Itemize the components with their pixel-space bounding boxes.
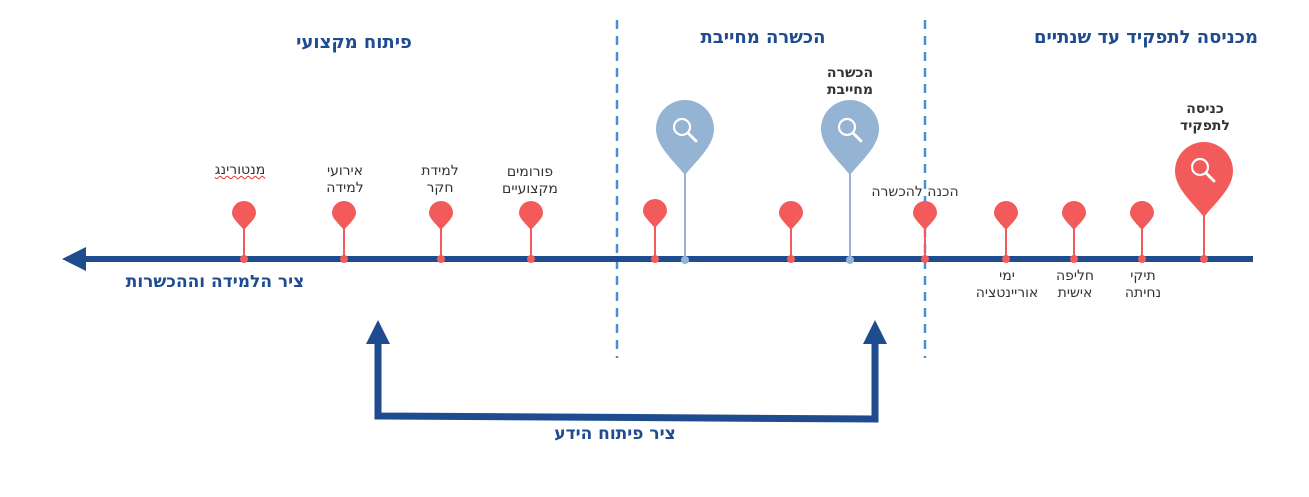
pin-mandatory-training-blue-right xyxy=(821,100,879,264)
search-icon xyxy=(837,117,863,143)
search-icon xyxy=(672,117,698,143)
pin-personal-outfit xyxy=(1062,201,1086,263)
pin-learning-events xyxy=(332,201,356,263)
milestone-mandatory-training: הכשרה מחייבת xyxy=(826,65,874,98)
pin-training-prep xyxy=(913,201,937,263)
pin-pro-forums xyxy=(519,201,543,263)
pin-landing-kit xyxy=(1130,201,1154,263)
milestone-landing-kit: תיקי נחיתה xyxy=(1124,268,1162,301)
milestone-mentoring: מנטורינג xyxy=(214,162,266,178)
section-title-mandatory: הכשרה מחייבת xyxy=(700,27,826,48)
milestone-orientation-days: ימי אוריינטציה xyxy=(975,268,1039,301)
milestone-personal-outfit: חליפה אישית xyxy=(1055,268,1095,301)
section-title-entry: מכניסה לתפקיד עד שנתיים xyxy=(1033,27,1259,48)
pin-role-entry xyxy=(1175,142,1233,263)
knowledge-axis-label: ציר פיתוח הידע xyxy=(554,424,676,444)
milestone-role-entry: כניסה לתפקיד xyxy=(1180,101,1230,134)
search-icon xyxy=(1190,157,1216,183)
milestone-training-prep: הכנה להכשרה xyxy=(871,184,959,200)
knowledge-axis-arrowhead-right xyxy=(863,320,887,344)
milestone-learning-events: אירועי למידה xyxy=(326,163,364,196)
pin-mandatory-1 xyxy=(779,201,803,263)
pin-orientation-days xyxy=(994,201,1018,263)
pin-mentoring xyxy=(232,201,256,263)
section-title-professional: פיתוח מקצועי xyxy=(296,32,412,53)
knowledge-axis-arrow xyxy=(374,335,879,423)
learning-axis-arrowhead xyxy=(62,247,86,271)
pin-mandatory-training-blue-left xyxy=(656,100,714,264)
milestone-research-learning: למידת חקר xyxy=(421,163,459,196)
pin-research-learning xyxy=(429,201,453,263)
pin-mandatory-2 xyxy=(643,199,667,263)
learning-axis-label: ציר הלמידה וההכשרות xyxy=(125,272,305,292)
knowledge-axis-arrowhead-left xyxy=(366,320,390,344)
milestone-pro-forums: פורומים מקצועיים xyxy=(502,164,558,197)
